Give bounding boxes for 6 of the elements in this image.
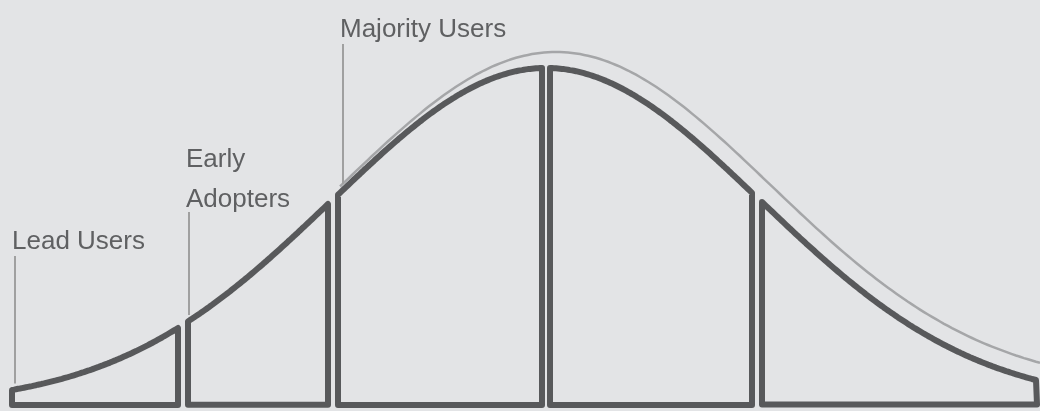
leader-line xyxy=(342,43,344,185)
segment-label: Lead Users xyxy=(12,220,172,260)
leader-line xyxy=(188,211,190,317)
leader-line xyxy=(14,255,16,385)
segment-label: Majority Users xyxy=(340,8,540,48)
segment-label: Early Adopters xyxy=(186,138,316,218)
